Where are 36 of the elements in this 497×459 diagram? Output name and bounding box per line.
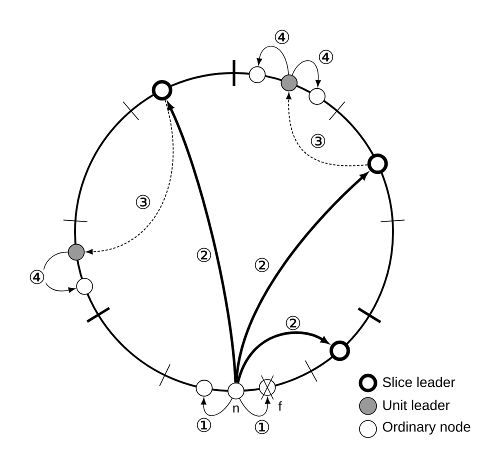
edge-label: ② [195,248,213,262]
edge-label: ④ [273,30,291,44]
unit-leader-node [280,74,298,92]
edge-label: ① [195,418,213,432]
ordinary-node [308,88,326,105]
legend-text: Slice leader [382,376,456,388]
edge-label: ③ [134,194,152,210]
arrow [286,92,368,166]
unit-leader-node [68,244,85,261]
ordinary-node [248,66,266,84]
failed-node [258,375,276,400]
arrow [235,172,368,383]
node-label: f [278,401,282,411]
slice-leader-node [152,80,172,100]
legend-text: Unit leader [383,400,450,410]
ordinary-node [196,380,213,397]
edge-label: ③ [309,134,327,148]
ordinary-node [76,278,93,295]
arrow [256,46,289,75]
arrow [200,398,232,416]
slice-leader-node [330,340,350,361]
ordinary-node [228,382,244,400]
edge-label: ④ [28,270,46,284]
arrow [167,102,237,383]
arrow [236,331,328,384]
edge-label: ② [253,258,271,272]
arrow [292,60,321,87]
slice-leader-node [367,154,388,174]
arrow [43,252,76,293]
legend-text: Ordinary node [382,421,470,435]
edge-label: ① [253,420,271,434]
edge-label: ④ [317,50,335,64]
edge-label: ② [284,316,302,330]
arrow [86,100,174,254]
node-label: n [233,406,239,412]
arrow [239,396,270,416]
